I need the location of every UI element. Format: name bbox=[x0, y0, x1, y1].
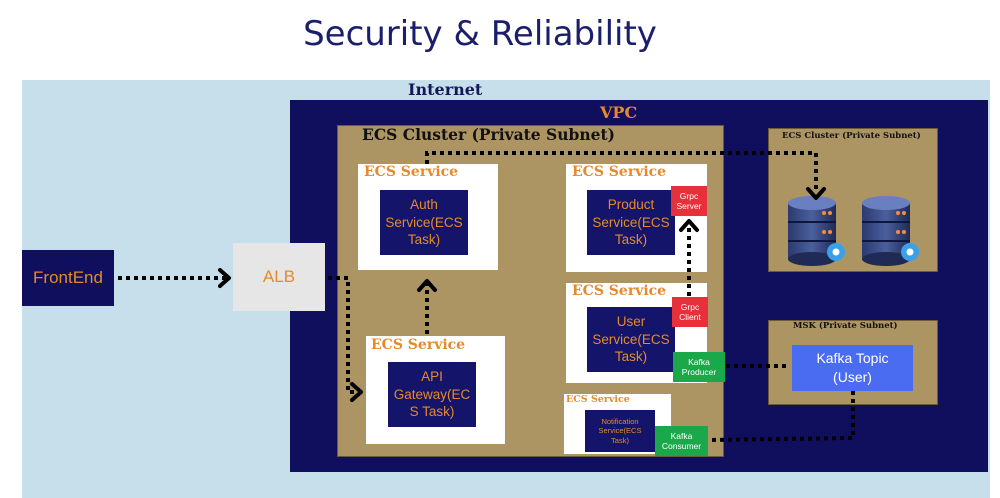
notification-task-line3: Task) bbox=[611, 435, 629, 445]
arrowhead-to-grpc-server bbox=[679, 219, 699, 232]
product-task-line3: Task) bbox=[614, 232, 648, 248]
notification-task-line2: Service(ECS bbox=[598, 426, 642, 436]
connector-auth-db bbox=[425, 151, 818, 193]
arrowhead-to-db bbox=[806, 187, 826, 200]
api-gateway-service-heading: ECS Service bbox=[371, 337, 466, 353]
connector-kafka-consumer bbox=[709, 391, 855, 442]
api-task-line1: API bbox=[421, 369, 443, 385]
internet-label: Internet bbox=[408, 80, 483, 99]
auth-task-line1: Auth bbox=[410, 197, 438, 213]
msk-label: MSK (Private Subnet) bbox=[793, 321, 898, 331]
ecs-cluster-main-label: ECS Cluster (Private Subnet) bbox=[362, 125, 615, 144]
product-service-heading: ECS Service bbox=[572, 164, 667, 180]
arrowhead-to-auth bbox=[417, 279, 437, 292]
database-icon-2 bbox=[862, 196, 919, 266]
user-service-heading: ECS Service bbox=[572, 283, 667, 299]
api-task-line2: Gateway(EC bbox=[393, 386, 471, 402]
grpc-server-line1: Grpc bbox=[679, 190, 699, 201]
grpc-client-line2: Client bbox=[679, 312, 701, 322]
user-task-line2: Service(ECS bbox=[592, 331, 670, 347]
kafka-topic-line2: (User) bbox=[833, 369, 872, 385]
product-task-line1: Product bbox=[607, 197, 655, 213]
kafka-producer-line2: Producer bbox=[681, 367, 717, 377]
notification-service-heading: ECS Service bbox=[566, 394, 630, 405]
auth-task-line3: Task) bbox=[407, 232, 441, 248]
vpc-label: VPC bbox=[600, 103, 638, 122]
arrowhead-to-alb bbox=[218, 268, 231, 288]
kafka-topic-box: Kafka Topic (User) bbox=[792, 345, 913, 391]
kafka-topic-line1: Kafka Topic bbox=[816, 350, 889, 367]
user-task-line1: User bbox=[616, 314, 646, 330]
product-task-line2: Service(ECS bbox=[592, 214, 670, 230]
notification-task-line1: Notification bbox=[601, 416, 639, 426]
kafka-consumer-line2: Consumer bbox=[661, 441, 702, 451]
auth-task-line2: Service(ECS bbox=[385, 214, 463, 230]
alb-box: ALB bbox=[233, 243, 325, 311]
api-task-line3: S Task) bbox=[409, 404, 455, 420]
kafka-producer-line1: Kafka bbox=[688, 356, 710, 367]
grpc-client-line1: Grpc bbox=[680, 301, 700, 312]
grpc-server-line2: Server bbox=[676, 201, 702, 211]
user-task-line3: Task) bbox=[614, 349, 648, 365]
connector-alb-api bbox=[328, 276, 358, 394]
kafka-consumer-line1: Kafka bbox=[670, 430, 693, 441]
auth-service-heading: ECS Service bbox=[364, 164, 459, 180]
page-title: Security & Reliability bbox=[303, 14, 657, 54]
database-icon-1 bbox=[788, 196, 845, 266]
ecs-cluster-db-label: ECS Cluster (Private Subnet) bbox=[782, 131, 921, 141]
frontend-box: FrontEnd bbox=[22, 250, 114, 306]
arrowhead-to-api bbox=[350, 382, 363, 402]
